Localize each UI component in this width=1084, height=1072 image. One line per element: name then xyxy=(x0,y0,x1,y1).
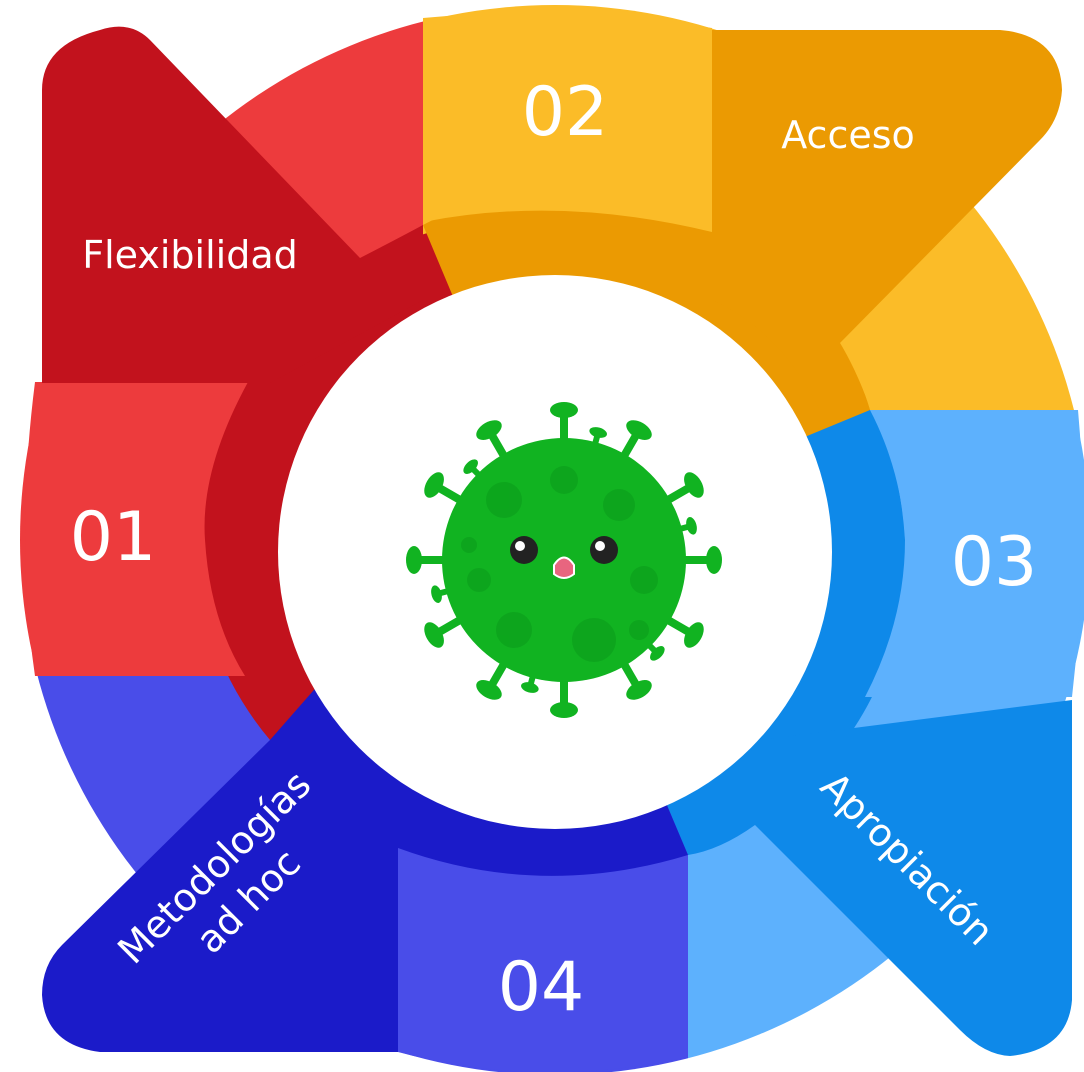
segment-number-03: 03 xyxy=(951,523,1038,602)
tab-03 xyxy=(865,410,1083,697)
segment-label-flexibilidad: Flexibilidad xyxy=(82,233,298,277)
tab-04 xyxy=(398,848,688,1072)
segment-number-01: 01 xyxy=(70,498,157,577)
banner-bottom-right xyxy=(688,700,1072,1056)
segment-number-02: 02 xyxy=(522,73,609,152)
banner-top-left xyxy=(42,26,423,384)
banner-top-right xyxy=(712,30,1062,410)
banner-bottom-left xyxy=(42,683,423,1052)
virus-icon xyxy=(406,402,722,718)
tab-01 xyxy=(25,382,248,676)
segment-label-acceso: Acceso xyxy=(781,113,915,157)
segment-number-04: 04 xyxy=(498,948,585,1027)
tab-02 xyxy=(423,13,712,232)
